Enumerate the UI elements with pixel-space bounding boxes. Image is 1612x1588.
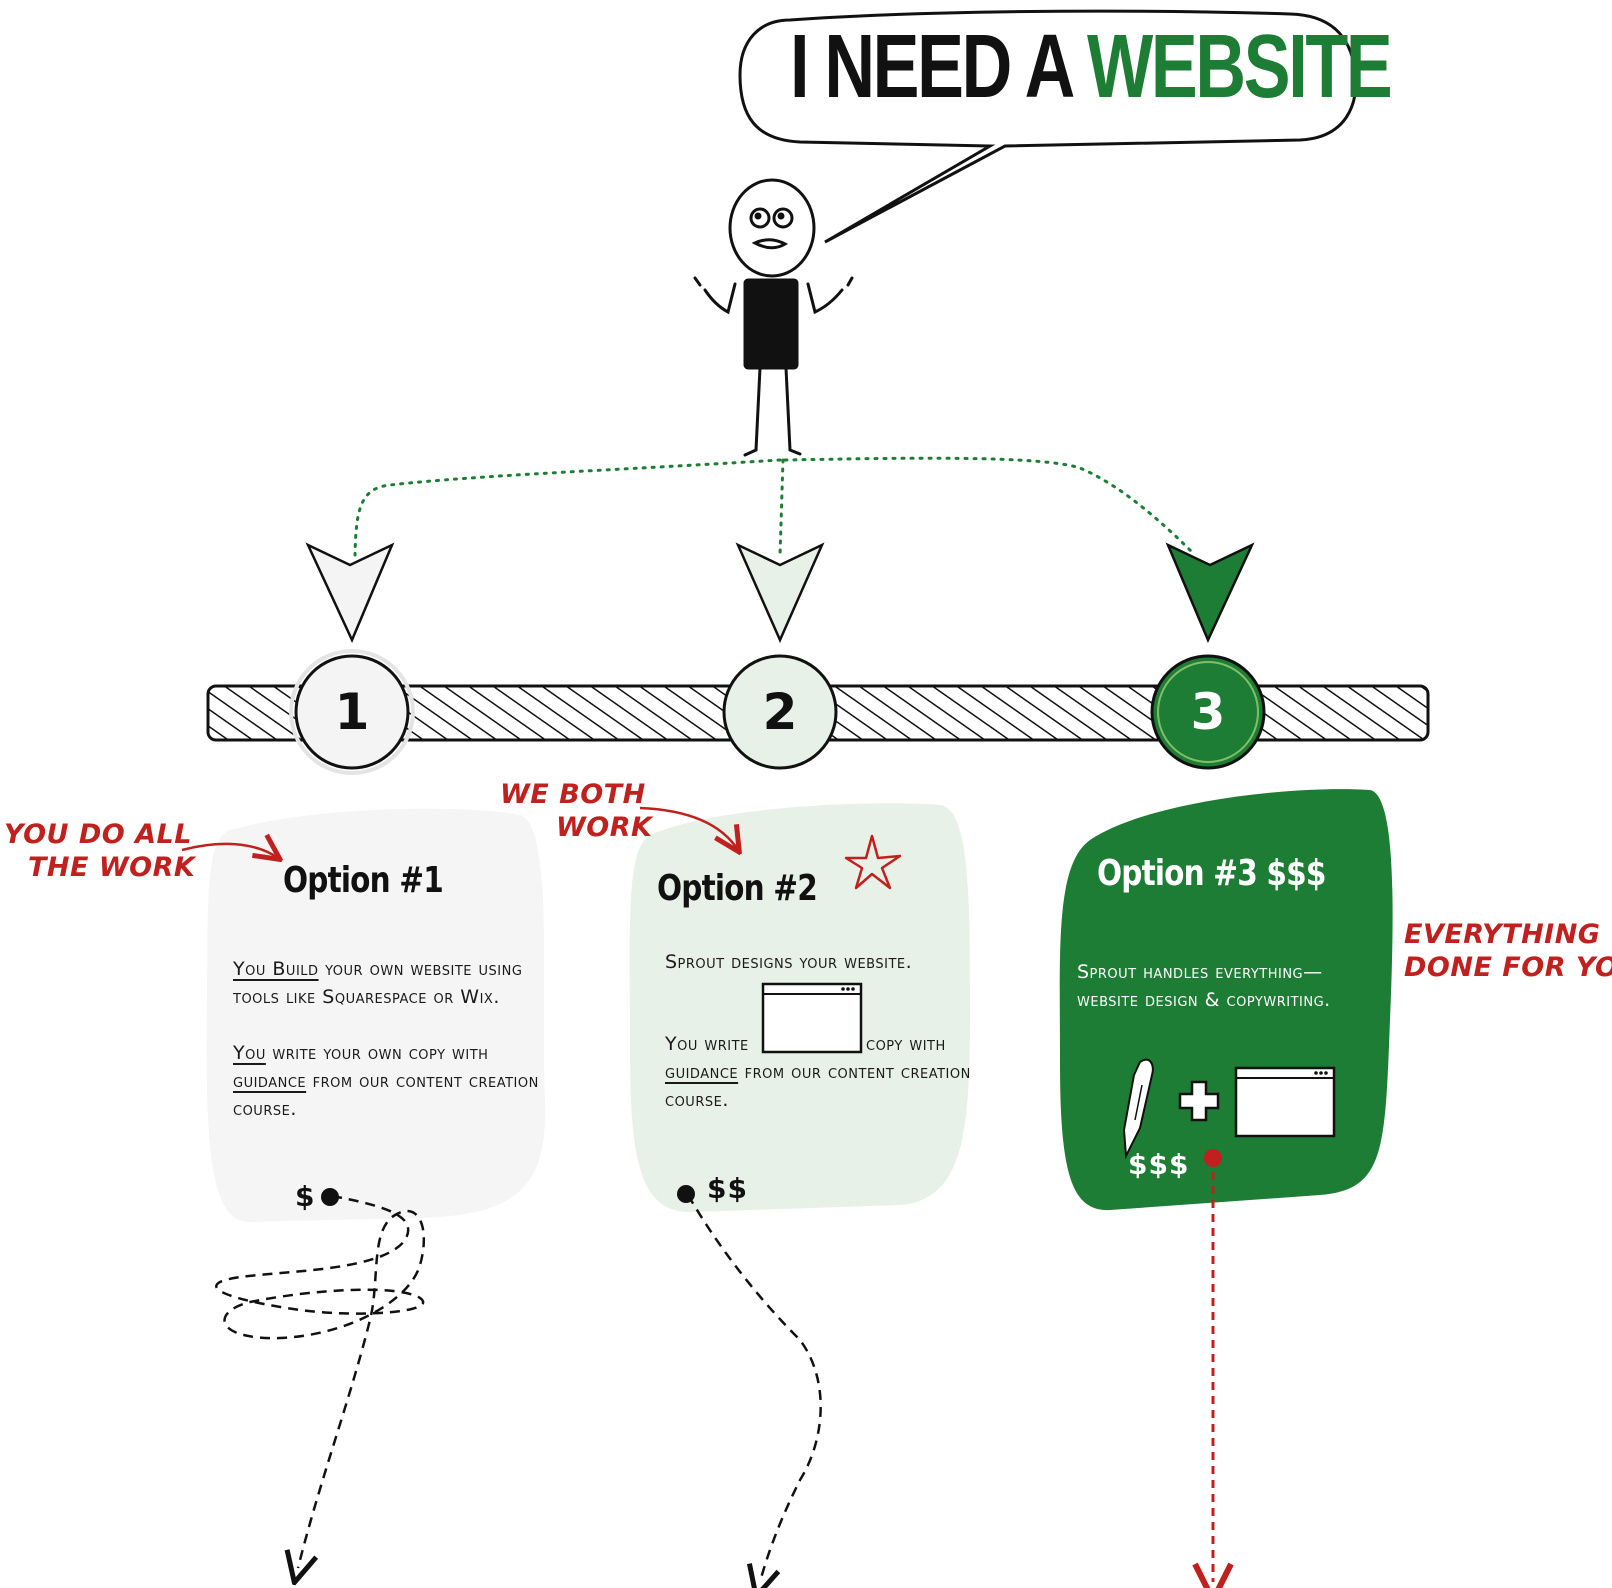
plus-icon [1178,1080,1220,1122]
note-option-3: EVERYTHING DONE FOR YOU [1404,918,1612,984]
note-option-1: YOU DO ALL THE WORK [4,818,195,884]
note-option-3-line-2: DONE FOR YOU [1404,952,1612,983]
card-option-1-you-build: You Build [233,958,319,980]
card-option-1-p2b: from our content creation course. [233,1070,539,1120]
note-arrow-1 [181,844,278,858]
browser-window-icon [1234,1066,1336,1138]
step-circle-3 [1150,654,1266,770]
step-circle-2 [722,654,838,770]
outcome-path-2 [686,1194,822,1582]
card-option-1-title: Option #1 [283,860,444,901]
arrow-option-2 [735,542,825,644]
step-label-3: 3 [1190,683,1226,741]
card-option-2-title: Option #2 [657,868,818,909]
note-option-2-line-2: WORK [556,812,653,843]
card-option-1-guidance: guidance [233,1070,307,1092]
browser-window-icon [761,982,863,1054]
note-option-2-line-1: WE BOTH [500,779,646,810]
card-option-1-price: $ [295,1180,316,1213]
pen-icon [1122,1058,1154,1160]
branch-connectors [353,456,1197,557]
title-part-1: I NEED A [790,17,1075,117]
card-option-3-title: Option #3 $$$ [1097,853,1326,894]
card-option-1-p1: your own website using tools like Square… [233,958,523,1008]
arrow-option-1 [305,542,395,644]
card-option-2-guidance: guidance [665,1061,739,1083]
star-icon [844,834,902,890]
card-option-2-p2-rest: from our content creation course. [665,1061,971,1111]
card-option-2-p2: guidance from our content creation cours… [665,1058,975,1114]
outcome-path-1 [215,1194,425,1568]
note-option-2: WE BOTH WORK [500,778,652,844]
card-option-3-p1: Sprout handles everything—website design… [1077,961,1331,1011]
note-arrow-2 [639,806,738,850]
card-option-2-copy-with: copy with [866,1033,946,1055]
card-option-1-body: You Build your own website using tools l… [233,955,543,1151]
person-shrug-icon [693,178,854,457]
step-circle-1 [294,654,410,770]
note-option-3-line-1: EVERYTHING [1404,919,1601,950]
card-option-1-you: You [233,1042,266,1064]
step-label-2: 2 [762,683,798,741]
note-option-1-line-2: THE WORK [28,852,196,883]
step-label-1: 1 [334,683,370,741]
card-option-1-bg [206,808,546,1222]
card-option-2-price: $$ [707,1172,748,1205]
card-option-1-p2a: write your own copy with [265,1042,489,1064]
card-option-2-you-write: You write [665,1033,749,1055]
note-option-1-line-1: YOU DO ALL [4,819,192,850]
arrow-option-3 [1165,542,1255,644]
card-option-2-p1: Sprout designs your website. [665,951,913,973]
title-part-2: WEBSITE [1086,17,1393,117]
card-option-3-price: $$$ [1128,1148,1190,1181]
speech-bubble [738,9,1358,244]
